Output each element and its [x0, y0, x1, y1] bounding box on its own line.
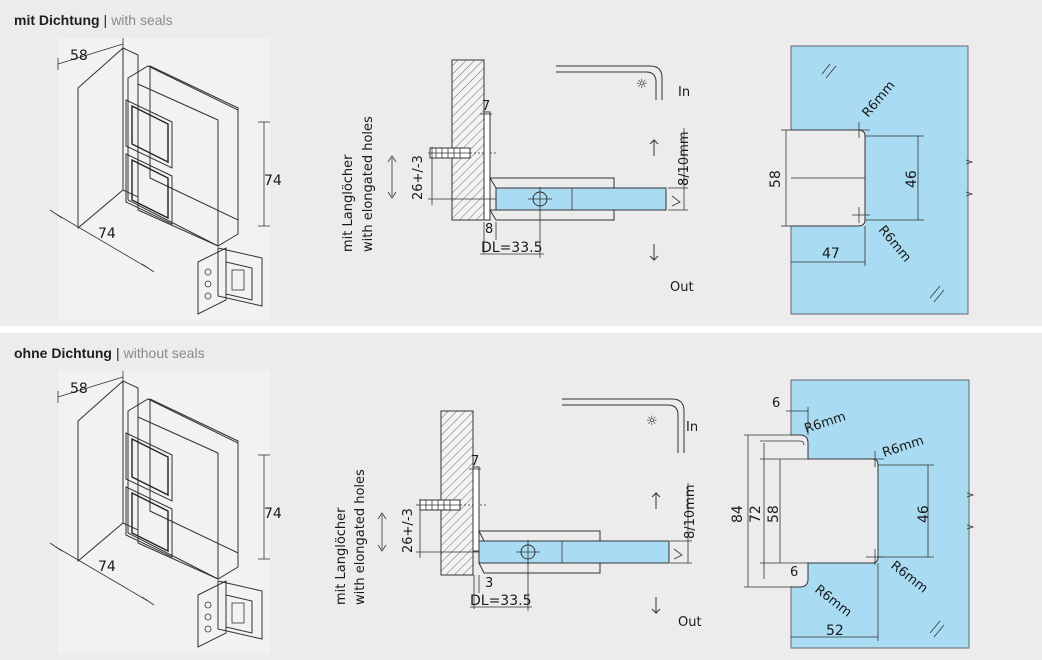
iso-height-label: 74 — [264, 173, 282, 189]
section-heading-without-seals: ohne Dichtung|without seals — [14, 345, 205, 361]
panel-without-seals: ohne Dichtung|without seals 58 — [0, 333, 1042, 660]
in-label: In — [686, 420, 698, 435]
side-section-drawing: mit Langlöcher with elongated holes 7 — [334, 398, 702, 630]
out-label: Out — [678, 615, 702, 630]
light-symbol: ☼ — [646, 414, 658, 429]
heading-separator: | — [103, 12, 108, 28]
side-label-de: mit Langlöcher — [334, 507, 349, 605]
outer-height-label: 84 — [730, 505, 746, 523]
iso-height-label: 74 — [264, 506, 282, 522]
heading-en: without seals — [123, 345, 205, 361]
adjust-label: 26+/-3 — [401, 508, 416, 553]
iso-hinge-drawing: 58 74 74 — [49, 38, 282, 320]
side-section-drawing: mit Langlöcher with elongated holes 7 — [341, 59, 694, 295]
iso-depth-label: 74 — [98, 226, 116, 242]
heading-de: mit Dichtung — [14, 12, 100, 28]
out-label: Out — [670, 280, 694, 295]
glass-thickness-label: 8/10mm — [683, 484, 698, 539]
heading-en: with seals — [111, 12, 173, 28]
panel-with-seals: mit Dichtung|with seals — [0, 0, 1042, 326]
side-label-en: with elongated holes — [353, 469, 368, 605]
heading-de: ohne Dichtung — [14, 345, 112, 361]
offset-top-label: 6 — [772, 396, 780, 411]
iso-depth-label: 74 — [98, 559, 116, 575]
offset-bottom-label: 6 — [790, 565, 798, 580]
heading-separator: | — [116, 345, 120, 361]
adjust-label: 26+/-3 — [411, 155, 426, 200]
small-hinge-thumbnail — [197, 247, 263, 315]
gap-bottom-label: 8 — [485, 222, 493, 237]
hole-spacing-label: 46 — [916, 505, 932, 523]
dl-label: DL=33.5 — [470, 593, 531, 609]
iso-width-label: 58 — [70, 48, 88, 64]
iso-hinge-drawing: 58 74 74 — [49, 371, 282, 653]
glass-thickness-label: 8/10mm — [677, 131, 692, 186]
side-label-en: with elongated holes — [361, 116, 376, 252]
light-symbol: ☼ — [636, 77, 648, 92]
side-label-de: mit Langlöcher — [341, 154, 356, 252]
gap-top-label: 7 — [471, 454, 479, 469]
small-hinge-thumbnail — [197, 580, 263, 648]
section-heading-with-seals: mit Dichtung|with seals — [14, 12, 173, 28]
technical-drawing-with-seals: 58 74 74 mit Langlöcher — [49, 38, 974, 320]
gap-bottom-label: 3 — [485, 576, 493, 591]
front-width-label: 47 — [822, 246, 840, 262]
front-view-drawing: 84 72 58 46 52 6 6 R6mm R6mm R6mm — [730, 379, 975, 649]
middle-height-label: 72 — [748, 505, 764, 523]
technical-drawing-without-seals: 58 74 74 mit Langlöcher with elongated h… — [49, 371, 975, 653]
dl-label: DL=33.5 — [481, 240, 542, 256]
in-label: In — [678, 85, 690, 100]
front-height-label: 58 — [766, 505, 782, 523]
front-height-label: 58 — [768, 170, 784, 188]
hole-spacing-label: 46 — [904, 170, 920, 188]
front-view-drawing: 58 46 47 R6mm R6mm — [768, 45, 974, 315]
iso-width-label: 58 — [70, 381, 88, 397]
gap-top-label: 7 — [482, 99, 490, 114]
front-width-label: 52 — [826, 623, 844, 639]
